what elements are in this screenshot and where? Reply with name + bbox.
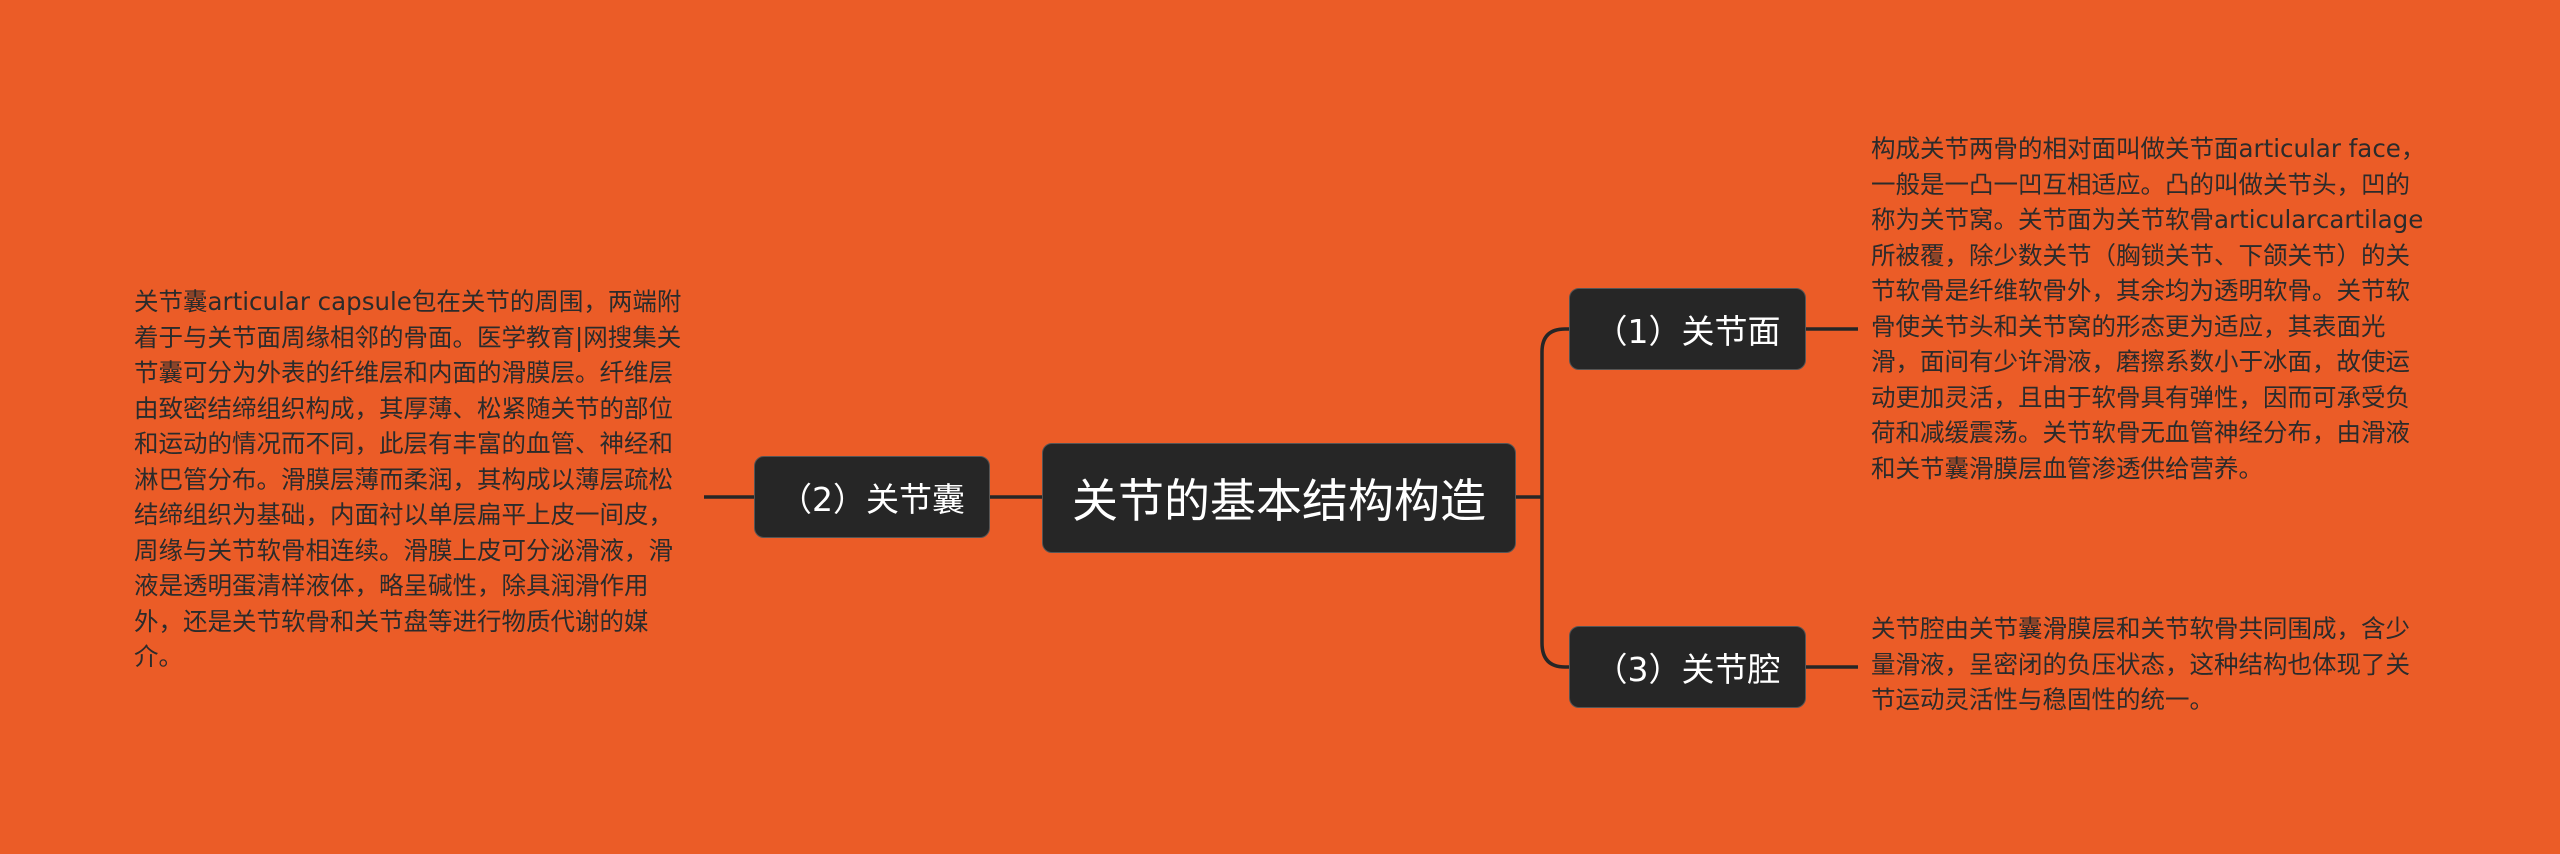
branch-joint-cavity[interactable]: （3）关节腔 bbox=[1569, 626, 1806, 708]
branch-joint-capsule[interactable]: （2）关节囊 bbox=[754, 456, 990, 538]
joint-surface-description: 构成关节两骨的相对面叫做关节面articular face，一般是一凸一凹互相适… bbox=[1871, 134, 2426, 483]
joint-cavity-description: 关节腔由关节囊滑膜层和关节软骨共同围成，含少量滑液，呈密闭的负压状态，这种结构也… bbox=[1871, 614, 2410, 714]
connector-center-to-branches bbox=[1516, 327, 1569, 669]
joint-capsule-description: 关节囊articular capsule包在关节的周围，两端附着于与关节面周缘相… bbox=[134, 287, 682, 671]
branch-joint-surface[interactable]: （1）关节面 bbox=[1569, 288, 1806, 370]
central-topic[interactable]: 关节的基本结构构造 bbox=[1042, 443, 1516, 553]
